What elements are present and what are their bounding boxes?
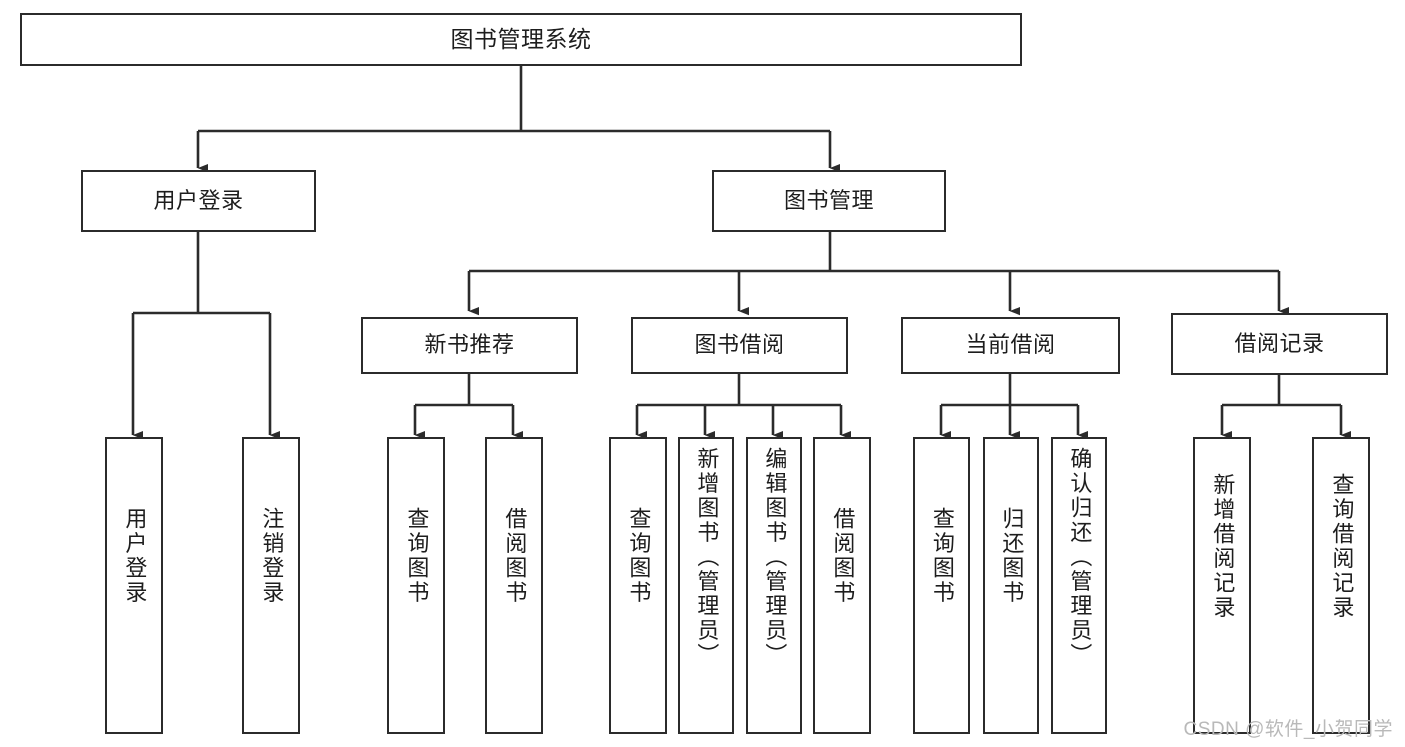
leaf-confirm-return-label: 确认归还（管理员） bbox=[1067, 447, 1093, 668]
leaf-borrow-book-2[interactable]: 借阅图书 bbox=[813, 437, 871, 734]
leaf-add-record[interactable]: 新增借阅记录 bbox=[1193, 437, 1251, 734]
leaf-edit-book[interactable]: 编辑图书（管理员） bbox=[746, 437, 802, 734]
node-borrow-record[interactable]: 借阅记录 bbox=[1171, 313, 1388, 375]
leaf-query-book-1-label: 查询图书 bbox=[404, 507, 430, 605]
leaf-borrow-book-1[interactable]: 借阅图书 bbox=[485, 437, 543, 734]
node-current-borrow-label: 当前借阅 bbox=[965, 332, 1056, 358]
leaf-query-book-3[interactable]: 查询图书 bbox=[913, 437, 970, 734]
leaf-borrow-book-1-label: 借阅图书 bbox=[502, 507, 528, 605]
leaf-add-book-label: 新增图书（管理员） bbox=[694, 447, 720, 668]
node-book-borrow-label: 图书借阅 bbox=[694, 332, 785, 358]
csdn-watermark: CSDN @软件_小贺同学 bbox=[1183, 719, 1393, 740]
leaf-edit-book-label: 编辑图书（管理员） bbox=[762, 447, 788, 668]
leaf-borrow-book-2-label: 借阅图书 bbox=[830, 507, 856, 605]
leaf-return-book-label: 归还图书 bbox=[999, 507, 1025, 605]
node-book-borrow[interactable]: 图书借阅 bbox=[631, 317, 848, 374]
leaf-query-record-label: 查询借阅记录 bbox=[1329, 473, 1355, 620]
node-new-book-recommend-label: 新书推荐 bbox=[424, 332, 515, 358]
node-root[interactable]: 图书管理系统 bbox=[20, 13, 1022, 66]
leaf-user-login-label: 用户登录 bbox=[122, 507, 148, 605]
leaf-user-logout[interactable]: 注销登录 bbox=[242, 437, 300, 734]
leaf-return-book[interactable]: 归还图书 bbox=[983, 437, 1039, 734]
leaf-user-logout-label: 注销登录 bbox=[259, 507, 285, 605]
node-book-manage[interactable]: 图书管理 bbox=[712, 170, 946, 232]
leaf-add-book[interactable]: 新增图书（管理员） bbox=[678, 437, 734, 734]
node-current-borrow[interactable]: 当前借阅 bbox=[901, 317, 1120, 374]
node-user-login[interactable]: 用户登录 bbox=[81, 170, 316, 232]
leaf-query-book-2[interactable]: 查询图书 bbox=[609, 437, 667, 734]
leaf-user-login[interactable]: 用户登录 bbox=[105, 437, 163, 734]
leaf-query-book-3-label: 查询图书 bbox=[929, 507, 955, 605]
leaf-query-record[interactable]: 查询借阅记录 bbox=[1312, 437, 1370, 734]
node-borrow-record-label: 借阅记录 bbox=[1234, 330, 1325, 356]
leaf-query-book-2-label: 查询图书 bbox=[626, 507, 652, 605]
node-new-book-recommend[interactable]: 新书推荐 bbox=[361, 317, 578, 374]
leaf-add-record-label: 新增借阅记录 bbox=[1210, 473, 1236, 620]
leaf-confirm-return[interactable]: 确认归还（管理员） bbox=[1051, 437, 1107, 734]
node-user-login-label: 用户登录 bbox=[153, 187, 244, 213]
node-root-label: 图书管理系统 bbox=[450, 25, 592, 52]
leaf-query-book-1[interactable]: 查询图书 bbox=[387, 437, 445, 734]
node-book-manage-label: 图书管理 bbox=[783, 187, 874, 213]
